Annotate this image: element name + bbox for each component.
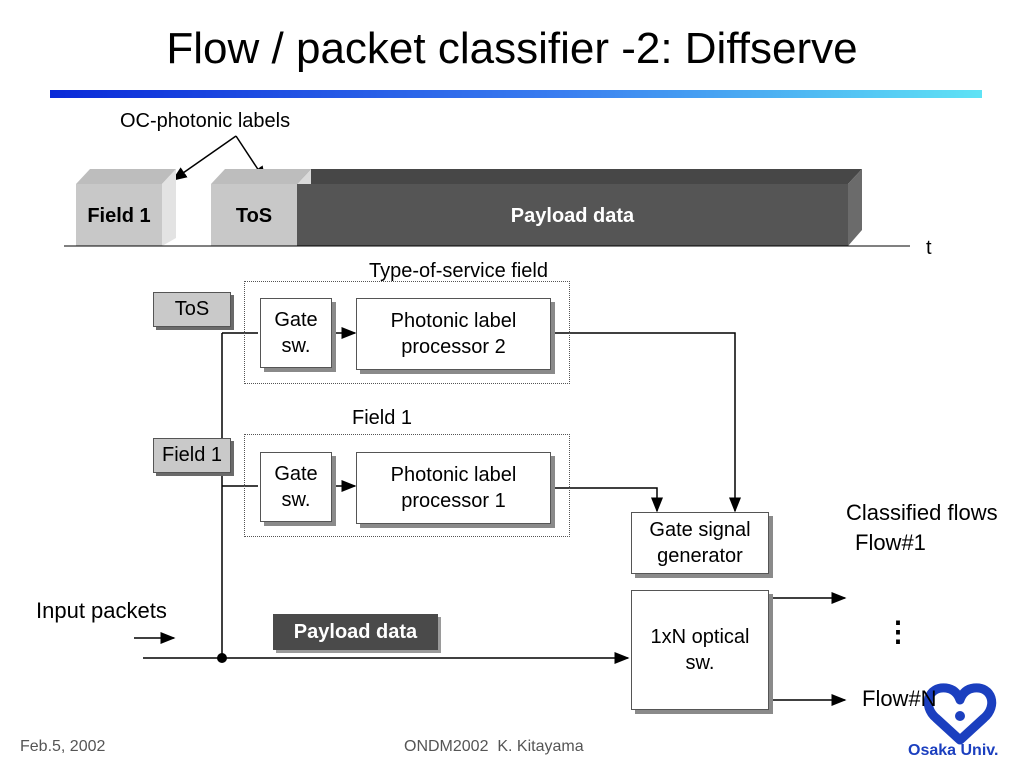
- proc2-line1: Photonic label: [390, 310, 517, 332]
- tos-processing-group: [244, 281, 570, 384]
- proc1-line1: Photonic label: [390, 464, 517, 486]
- packet-tos-label: ToS: [235, 205, 273, 227]
- gate-switch-top: Gate sw.: [260, 298, 332, 368]
- field1-processing-group: [244, 434, 570, 537]
- time-axis-label: t: [926, 237, 932, 259]
- field1-side-face: [162, 169, 176, 246]
- oc-photonic-labels-caption: OC-photonic labels: [120, 110, 291, 132]
- gsg-line2: generator: [657, 545, 743, 567]
- packet-field1-label: Field 1: [87, 205, 151, 227]
- gate-switch-top-line2: sw.: [281, 335, 311, 357]
- footer-date: Feb.5, 2002: [20, 738, 106, 755]
- field1-top-face: [76, 169, 176, 184]
- field1-front-face: [76, 184, 162, 246]
- flow1-label: Flow#1: [855, 530, 926, 555]
- osw-line2: sw.: [685, 652, 715, 674]
- gate-switch-bottom-line2: sw.: [281, 489, 311, 511]
- osw-line1: 1xN optical: [650, 626, 750, 648]
- proc1-to-gsg: [550, 487, 663, 513]
- payload-top-face: [297, 169, 862, 184]
- gate-switch-bottom: Gate sw.: [260, 452, 332, 522]
- proc1-line2: processor 1: [401, 490, 506, 512]
- gate-switch-bottom-line1: Gate: [274, 463, 318, 485]
- osaka-univ-logo-text: Osaka Univ.: [908, 742, 999, 759]
- tos-tag: ToS: [153, 292, 231, 327]
- junction-dot: [217, 653, 227, 663]
- payload-front-face: [297, 184, 848, 246]
- classified-flows-label: Classified flows: [846, 500, 998, 525]
- payload-data-tag: Payload data: [273, 614, 438, 650]
- photonic-label-processor-2: Photonic label processor 2: [356, 298, 551, 370]
- gate-switch-top-line1: Gate: [274, 309, 318, 331]
- slide-title: Flow / packet classifier -2: Diffserve: [166, 24, 858, 73]
- payload-side-face: [848, 169, 862, 246]
- tos-front-face: [211, 184, 297, 246]
- optical-switch-1xN: 1xN optical sw.: [631, 590, 769, 710]
- tos-group-label: Type-of-service field: [369, 260, 548, 282]
- label-arrow-field1: [171, 135, 237, 181]
- title-underline-bar: [50, 90, 982, 98]
- flows-ellipsis: ⋮: [884, 616, 912, 647]
- proc2-line2: processor 2: [401, 336, 506, 358]
- field1-group-label: Field 1: [352, 407, 413, 429]
- photonic-label-processor-1: Photonic label processor 1: [356, 452, 551, 524]
- footer-conference: ONDM2002 K. Kitayama: [404, 738, 584, 755]
- osaka-univ-logo-icon: [923, 683, 997, 745]
- field1-tag: Field 1: [153, 438, 231, 473]
- gsg-line1: Gate signal: [649, 519, 751, 541]
- packet-payload-label: Payload data: [510, 205, 635, 227]
- flowN-label: Flow#N: [862, 686, 937, 711]
- input-packets-label: Input packets: [36, 598, 167, 623]
- gate-signal-generator: Gate signal generator: [631, 512, 769, 574]
- proc2-to-gsg: [550, 332, 741, 513]
- tos-top-face: [211, 169, 311, 184]
